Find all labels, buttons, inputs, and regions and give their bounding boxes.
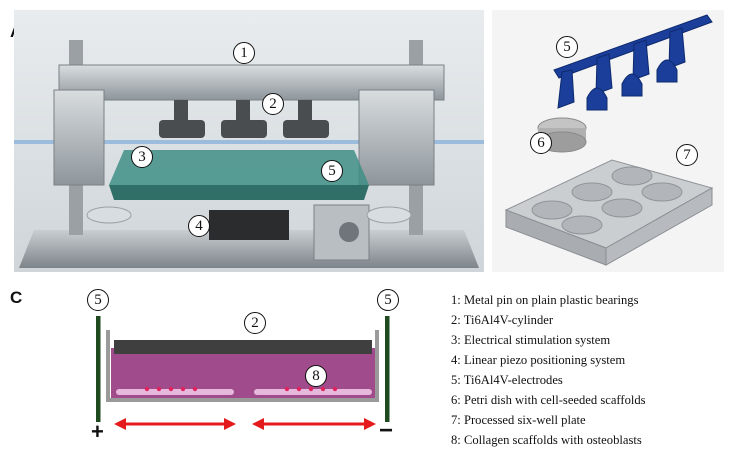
cell-dot: [192, 386, 198, 392]
marker-3: 3: [131, 146, 153, 168]
marker-7: 7: [676, 144, 698, 166]
left-electrode: [96, 316, 101, 422]
marker-5: 5: [321, 160, 343, 182]
cell-dot: [296, 386, 302, 392]
panel-label-c: C: [10, 288, 23, 307]
render-panel: 5 6 7: [492, 10, 724, 272]
positive-sign: +: [91, 419, 104, 444]
legend-item: 5: Ti6Al4V-electrodes: [451, 373, 563, 387]
marker-5-right: 5: [377, 289, 399, 311]
field-arrows: [114, 418, 376, 430]
negative-sign: −: [379, 417, 394, 444]
scaffold-left: [116, 389, 234, 395]
cell-dot: [156, 386, 162, 392]
legend-item: 6: Petri dish with cell-seeded scaffolds: [451, 393, 646, 407]
cell-dot: [332, 386, 338, 392]
cell-dot: [168, 386, 174, 392]
legend-item: 8: Collagen scaffolds with osteoblasts: [451, 433, 642, 447]
legend-item: 4: Linear piezo positioning system: [451, 353, 626, 367]
legend: 1: Metal pin on plain plastic bearings 2…: [451, 290, 721, 450]
marker-4: 4: [188, 215, 210, 237]
right-electrode: [385, 316, 390, 422]
legend-item: 1: Metal pin on plain plastic bearings: [451, 293, 639, 307]
legend-item: 3: Electrical stimulation system: [451, 333, 611, 347]
cylinder: [114, 340, 372, 354]
marker-2-diagram: 2: [244, 312, 266, 334]
legend-item: 2: Ti6Al4V-cylinder: [451, 313, 554, 327]
cell-dot: [284, 386, 290, 392]
marker-2: 2: [262, 93, 284, 115]
marker-1: 1: [233, 42, 255, 64]
apparatus-illustration: [14, 10, 484, 272]
marker-5-render: 5: [556, 36, 578, 58]
scaffold-right: [254, 389, 372, 395]
marker-8: 8: [305, 365, 327, 387]
marker-6: 6: [530, 132, 552, 154]
cell-dot: [320, 386, 326, 392]
dish-wall: [106, 330, 379, 402]
marker-5-left: 5: [87, 289, 109, 311]
apparatus-photo: 1 2 3 4 5: [14, 10, 484, 272]
cell-dot: [180, 386, 186, 392]
legend-item: 7: Processed six-well plate: [451, 413, 586, 427]
cell-dot: [144, 386, 150, 392]
cell-dot: [308, 386, 314, 392]
